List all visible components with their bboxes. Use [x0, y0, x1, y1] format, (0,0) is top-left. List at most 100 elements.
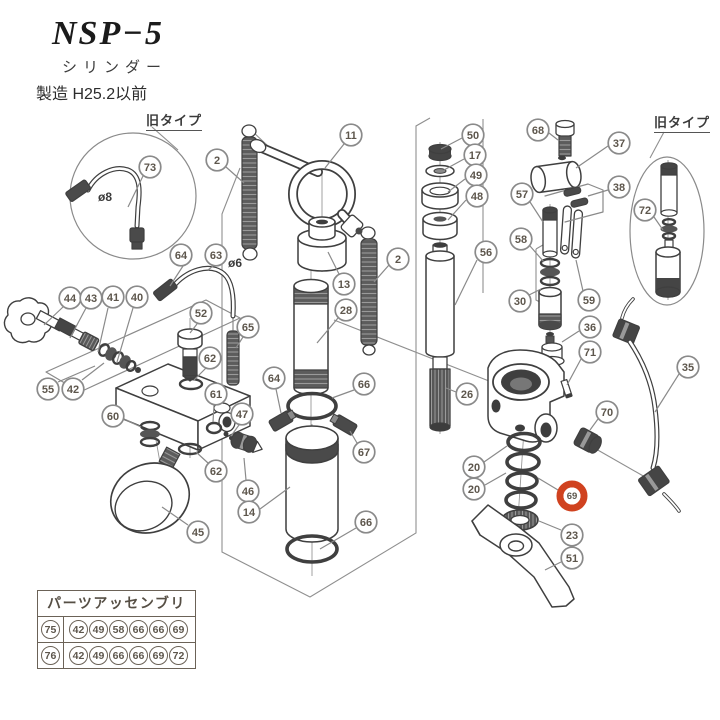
- callout-66[interactable]: 66: [352, 372, 376, 396]
- callout-43[interactable]: 43: [79, 286, 103, 310]
- parts-assembly-title: パーツアッセンブリ: [38, 591, 195, 617]
- leader-line-20: [484, 472, 507, 486]
- callout-circle: [230, 402, 254, 426]
- old-type-label-right: 旧タイプ: [654, 112, 711, 133]
- leader-line-38: [587, 189, 609, 197]
- callout-13[interactable]: 13: [332, 272, 356, 296]
- highlight-ring: [556, 480, 588, 512]
- callout-23[interactable]: 23: [560, 523, 584, 547]
- callout-62[interactable]: 62: [198, 346, 222, 370]
- leader-line-46: [243, 457, 247, 481]
- callout-46[interactable]: 46: [236, 479, 260, 503]
- callout-51[interactable]: 51: [560, 546, 584, 570]
- piston-assembly: [421, 143, 459, 432]
- callout-50[interactable]: 50: [461, 123, 485, 147]
- leader-line-52: [189, 323, 198, 334]
- callout-38[interactable]: 38: [607, 175, 631, 199]
- callout-66[interactable]: 66: [354, 510, 378, 534]
- callout-label: 55: [42, 384, 54, 396]
- callout-circle: [577, 288, 601, 312]
- leader-line-36: [561, 330, 580, 343]
- o-ring-62-upper: [178, 377, 204, 391]
- hose-pipe-35: [612, 297, 681, 513]
- callout-11[interactable]: 11: [339, 123, 363, 147]
- callout-68[interactable]: 68: [526, 118, 550, 142]
- leader-line-37: [575, 145, 609, 169]
- callout-26[interactable]: 26: [455, 382, 479, 406]
- callout-37[interactable]: 37: [607, 131, 631, 155]
- leader-line-20: [483, 445, 508, 463]
- callout-14[interactable]: 14: [237, 500, 261, 524]
- callout-59[interactable]: 59: [577, 288, 601, 312]
- callout-57[interactable]: 57: [510, 182, 534, 206]
- callout-circle: [578, 315, 602, 339]
- callout-label: 2: [214, 155, 220, 167]
- tension-spring-left: [241, 124, 258, 261]
- callout-20[interactable]: 20: [462, 477, 486, 501]
- leader-line-59: [575, 259, 584, 292]
- callout-64[interactable]: 64: [169, 243, 193, 267]
- callout-28[interactable]: 28: [334, 298, 358, 322]
- callout-circle: [462, 477, 486, 501]
- callout-circle: [169, 243, 193, 267]
- callout-62[interactable]: 62: [204, 459, 228, 483]
- callout-45[interactable]: 45: [186, 520, 210, 544]
- callout-67[interactable]: 67: [352, 440, 376, 464]
- callout-73[interactable]: 73: [138, 155, 162, 179]
- callout-36[interactable]: 36: [578, 315, 602, 339]
- callout-circle: [474, 240, 498, 264]
- callout-label: 30: [514, 296, 526, 308]
- callout-69-highlighted[interactable]: 69: [556, 480, 588, 512]
- valve-column: [538, 206, 565, 367]
- callout-55[interactable]: 55: [36, 377, 60, 401]
- leader-line-60: [123, 418, 142, 428]
- callout-35[interactable]: 35: [676, 355, 700, 379]
- callout-2[interactable]: 2: [205, 148, 229, 172]
- leader-line-2: [373, 264, 390, 283]
- callout-58[interactable]: 58: [509, 227, 533, 251]
- o-ring-66-lower: [285, 534, 339, 564]
- leader-line-67: [349, 430, 358, 444]
- callout-71[interactable]: 71: [578, 340, 602, 364]
- callout-64[interactable]: 64: [262, 366, 286, 390]
- callout-48[interactable]: 48: [465, 184, 489, 208]
- callout-60[interactable]: 60: [101, 404, 125, 428]
- callout-70[interactable]: 70: [595, 400, 619, 424]
- callout-circle: [354, 510, 378, 534]
- callout-label: 14: [243, 507, 256, 519]
- callout-61[interactable]: 61: [204, 382, 228, 406]
- leader-lines-layer: [43, 132, 680, 571]
- callout-label: 47: [236, 409, 248, 421]
- callout-65[interactable]: 65: [236, 315, 260, 339]
- callout-47[interactable]: 47: [230, 402, 254, 426]
- callout-40[interactable]: 40: [125, 285, 149, 309]
- callout-circle: [125, 285, 149, 309]
- callout-2[interactable]: 2: [386, 247, 410, 271]
- callout-label: 62: [204, 353, 216, 365]
- ball-47: [223, 431, 229, 437]
- callout-63[interactable]: 63: [204, 243, 228, 267]
- callout-30[interactable]: 30: [508, 289, 532, 313]
- callout-17[interactable]: 17: [463, 143, 487, 167]
- parts-layer: [3, 119, 705, 608]
- callout-label: 70: [601, 407, 613, 419]
- callout-52[interactable]: 52: [189, 301, 213, 325]
- callout-circle: [332, 272, 356, 296]
- part-number-chip: 42: [69, 620, 88, 639]
- subtitle: シリンダー: [62, 58, 168, 76]
- callout-label: 52: [195, 308, 207, 320]
- leader-line-66: [331, 389, 355, 399]
- callout-49[interactable]: 49: [464, 163, 488, 187]
- tension-spring-right: [360, 226, 378, 356]
- leader-line-28: [316, 317, 339, 344]
- callout-20[interactable]: 20: [462, 455, 486, 479]
- callout-circle: [455, 382, 479, 406]
- callout-72[interactable]: 72: [633, 198, 657, 222]
- callout-44[interactable]: 44: [58, 286, 82, 310]
- callout-label: 46: [242, 486, 254, 498]
- callout-circle: [339, 123, 363, 147]
- callout-42[interactable]: 42: [61, 377, 85, 401]
- callout-41[interactable]: 41: [101, 285, 125, 309]
- callout-56[interactable]: 56: [474, 240, 498, 264]
